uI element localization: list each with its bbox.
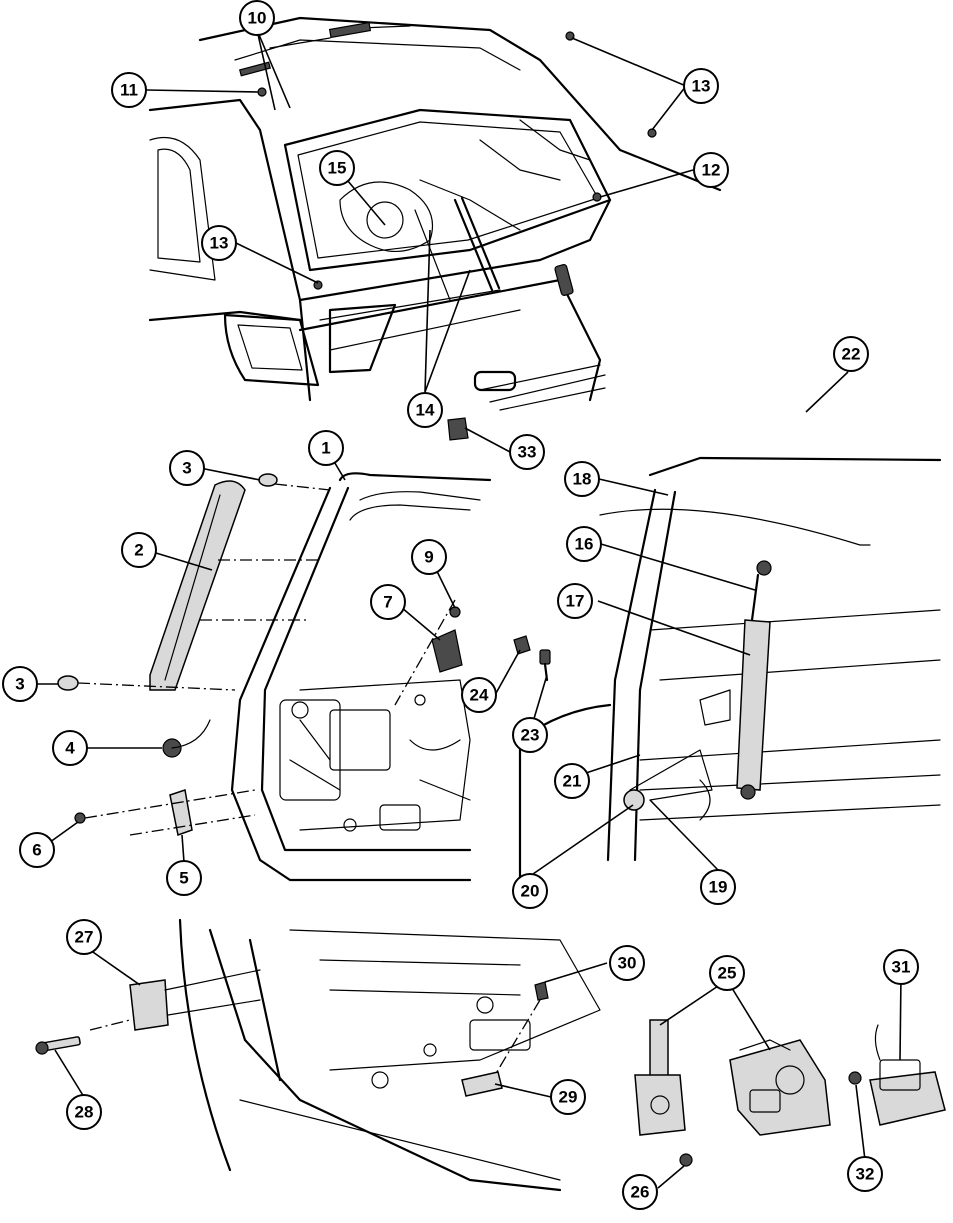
callout-2: 2: [121, 532, 157, 568]
callout-13: 13: [201, 225, 237, 261]
callout-3: 3: [2, 666, 38, 702]
svg-text:22: 22: [842, 345, 861, 364]
callout-21: 21: [554, 763, 590, 799]
callout-6: 6: [19, 832, 55, 868]
svg-text:26: 26: [631, 1183, 650, 1202]
callout-7: 7: [370, 584, 406, 620]
svg-text:33: 33: [518, 443, 537, 462]
callout-32: 32: [847, 1156, 883, 1192]
callout-3: 3: [169, 450, 205, 486]
svg-text:19: 19: [709, 878, 728, 897]
liftgate-frame-illustration: [57, 472, 551, 882]
callout-23: 23: [512, 717, 548, 753]
svg-text:10: 10: [248, 9, 267, 28]
svg-text:3: 3: [182, 459, 191, 478]
svg-text:14: 14: [416, 401, 435, 420]
callout-15: 15: [319, 150, 355, 186]
svg-text:31: 31: [892, 958, 911, 977]
svg-text:28: 28: [75, 1103, 94, 1122]
callout-26: 26: [622, 1174, 658, 1210]
callout-25: 25: [709, 955, 745, 991]
callout-31: 31: [883, 949, 919, 985]
callout-5: 5: [166, 860, 202, 896]
svg-text:15: 15: [328, 159, 347, 178]
callout-24: 24: [461, 677, 497, 713]
svg-text:32: 32: [856, 1165, 875, 1184]
latch-assemblies-illustration: [447, 417, 946, 1167]
callout-28: 28: [66, 1094, 102, 1130]
svg-text:29: 29: [559, 1088, 578, 1107]
callout-30: 30: [609, 945, 645, 981]
cargo-latch-illustration: [35, 918, 601, 1192]
liftgate-strut-illustration: [518, 456, 942, 882]
callout-18: 18: [564, 461, 600, 497]
vehicle-rear-illustration: [148, 16, 722, 411]
svg-text:18: 18: [573, 470, 592, 489]
callout-29: 29: [550, 1079, 586, 1115]
svg-text:11: 11: [120, 81, 138, 100]
svg-text:9: 9: [424, 548, 433, 567]
svg-text:23: 23: [521, 726, 540, 745]
svg-text:27: 27: [75, 928, 94, 947]
callout-20: 20: [512, 873, 548, 909]
callout-27: 27: [66, 919, 102, 955]
leader-lines: [38, 29, 902, 1189]
callout-16: 16: [566, 526, 602, 562]
svg-text:21: 21: [563, 772, 582, 791]
svg-text:16: 16: [575, 535, 594, 554]
svg-text:2: 2: [134, 541, 143, 560]
svg-text:25: 25: [718, 964, 737, 983]
svg-text:20: 20: [521, 882, 540, 901]
svg-text:3: 3: [15, 675, 24, 694]
callout-12: 12: [693, 152, 729, 188]
svg-text:1: 1: [321, 439, 330, 458]
callout-1: 1: [308, 430, 344, 466]
svg-text:4: 4: [65, 739, 75, 758]
callouts: 10 11 13 12 15 13 22 14 33 1 3 18 2 16 9…: [2, 0, 919, 1210]
svg-text:13: 13: [692, 77, 711, 96]
svg-text:17: 17: [566, 592, 585, 611]
svg-text:12: 12: [702, 161, 721, 180]
callout-10: 10: [239, 0, 275, 36]
callout-33: 33: [509, 434, 545, 470]
svg-text:5: 5: [179, 869, 188, 888]
callout-13: 13: [683, 68, 719, 104]
svg-text:7: 7: [383, 593, 392, 612]
svg-text:24: 24: [470, 686, 489, 705]
callout-17: 17: [557, 583, 593, 619]
callout-14: 14: [407, 392, 443, 428]
svg-text:13: 13: [210, 234, 229, 253]
svg-text:30: 30: [618, 954, 637, 973]
svg-text:6: 6: [32, 841, 41, 860]
callout-9: 9: [411, 539, 447, 575]
callout-4: 4: [52, 730, 88, 766]
callout-22: 22: [833, 336, 869, 372]
callout-19: 19: [700, 869, 736, 905]
callout-11: 11: [111, 72, 147, 108]
